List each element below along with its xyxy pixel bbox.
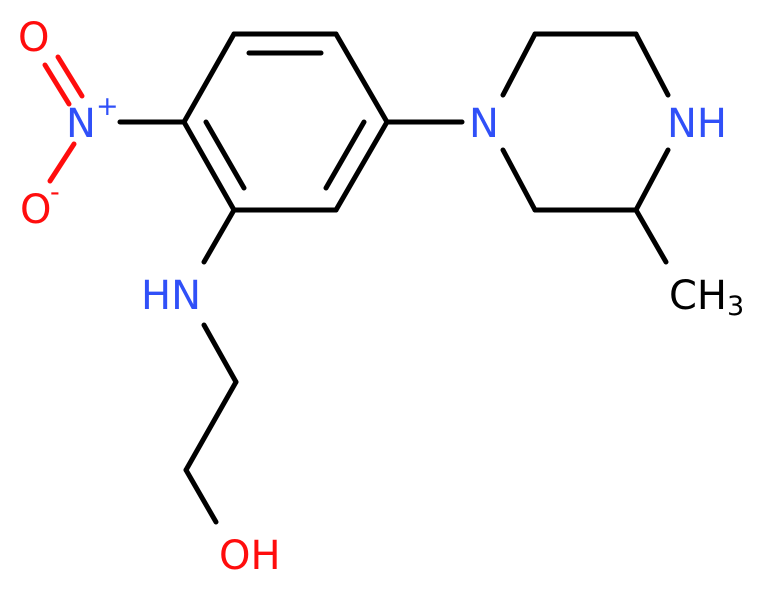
atom-o-bottom: O bbox=[20, 187, 51, 233]
bond-npip-c-top bbox=[500, 31, 538, 98]
bond-ch2-oh bbox=[183, 467, 219, 525]
nitro-group: O N + O - bbox=[18, 15, 187, 233]
bond-nh-cme bbox=[633, 147, 671, 213]
aminoethanol-chain: HN OH bbox=[141, 207, 281, 579]
atom-o-top: O bbox=[18, 15, 49, 61]
atom-nh-piperazine: NH bbox=[667, 101, 727, 147]
atom-n-piperazine: N bbox=[469, 101, 499, 147]
piperazine-ring: N NH CH3 bbox=[384, 31, 744, 322]
charge-minus: - bbox=[50, 177, 60, 208]
bond-ring-6 bbox=[181, 31, 237, 125]
bond-ch2-ch2 bbox=[183, 379, 239, 473]
bond-cme-ch3 bbox=[633, 207, 669, 265]
bond-nh-ch2 bbox=[201, 322, 239, 385]
bond-ring-3 bbox=[333, 119, 390, 213]
bond-ring-3-inner bbox=[323, 119, 367, 191]
atom-n-nitro: N bbox=[66, 101, 96, 147]
bond-c-top2-nh bbox=[633, 31, 671, 98]
methyl-ch: CH bbox=[669, 273, 727, 319]
bond-c-npip bbox=[500, 147, 538, 213]
bond-ring-2 bbox=[333, 31, 390, 125]
bond-ring-5 bbox=[181, 119, 237, 213]
benzene-ring bbox=[181, 31, 390, 213]
charge-plus: + bbox=[96, 91, 119, 122]
atom-nh-aniline: HN bbox=[141, 273, 201, 319]
bond-n-o-bottom bbox=[47, 141, 77, 184]
atom-hydroxyl: OH bbox=[219, 533, 281, 579]
bond-n-o-top-b bbox=[42, 62, 72, 107]
bond-ring-5-inner bbox=[203, 119, 247, 191]
methyl-subscript: 3 bbox=[727, 291, 744, 322]
bond-n-o-top-a bbox=[55, 54, 85, 99]
bond-ring-nh bbox=[201, 207, 237, 265]
atom-methyl: CH3 bbox=[669, 273, 744, 322]
